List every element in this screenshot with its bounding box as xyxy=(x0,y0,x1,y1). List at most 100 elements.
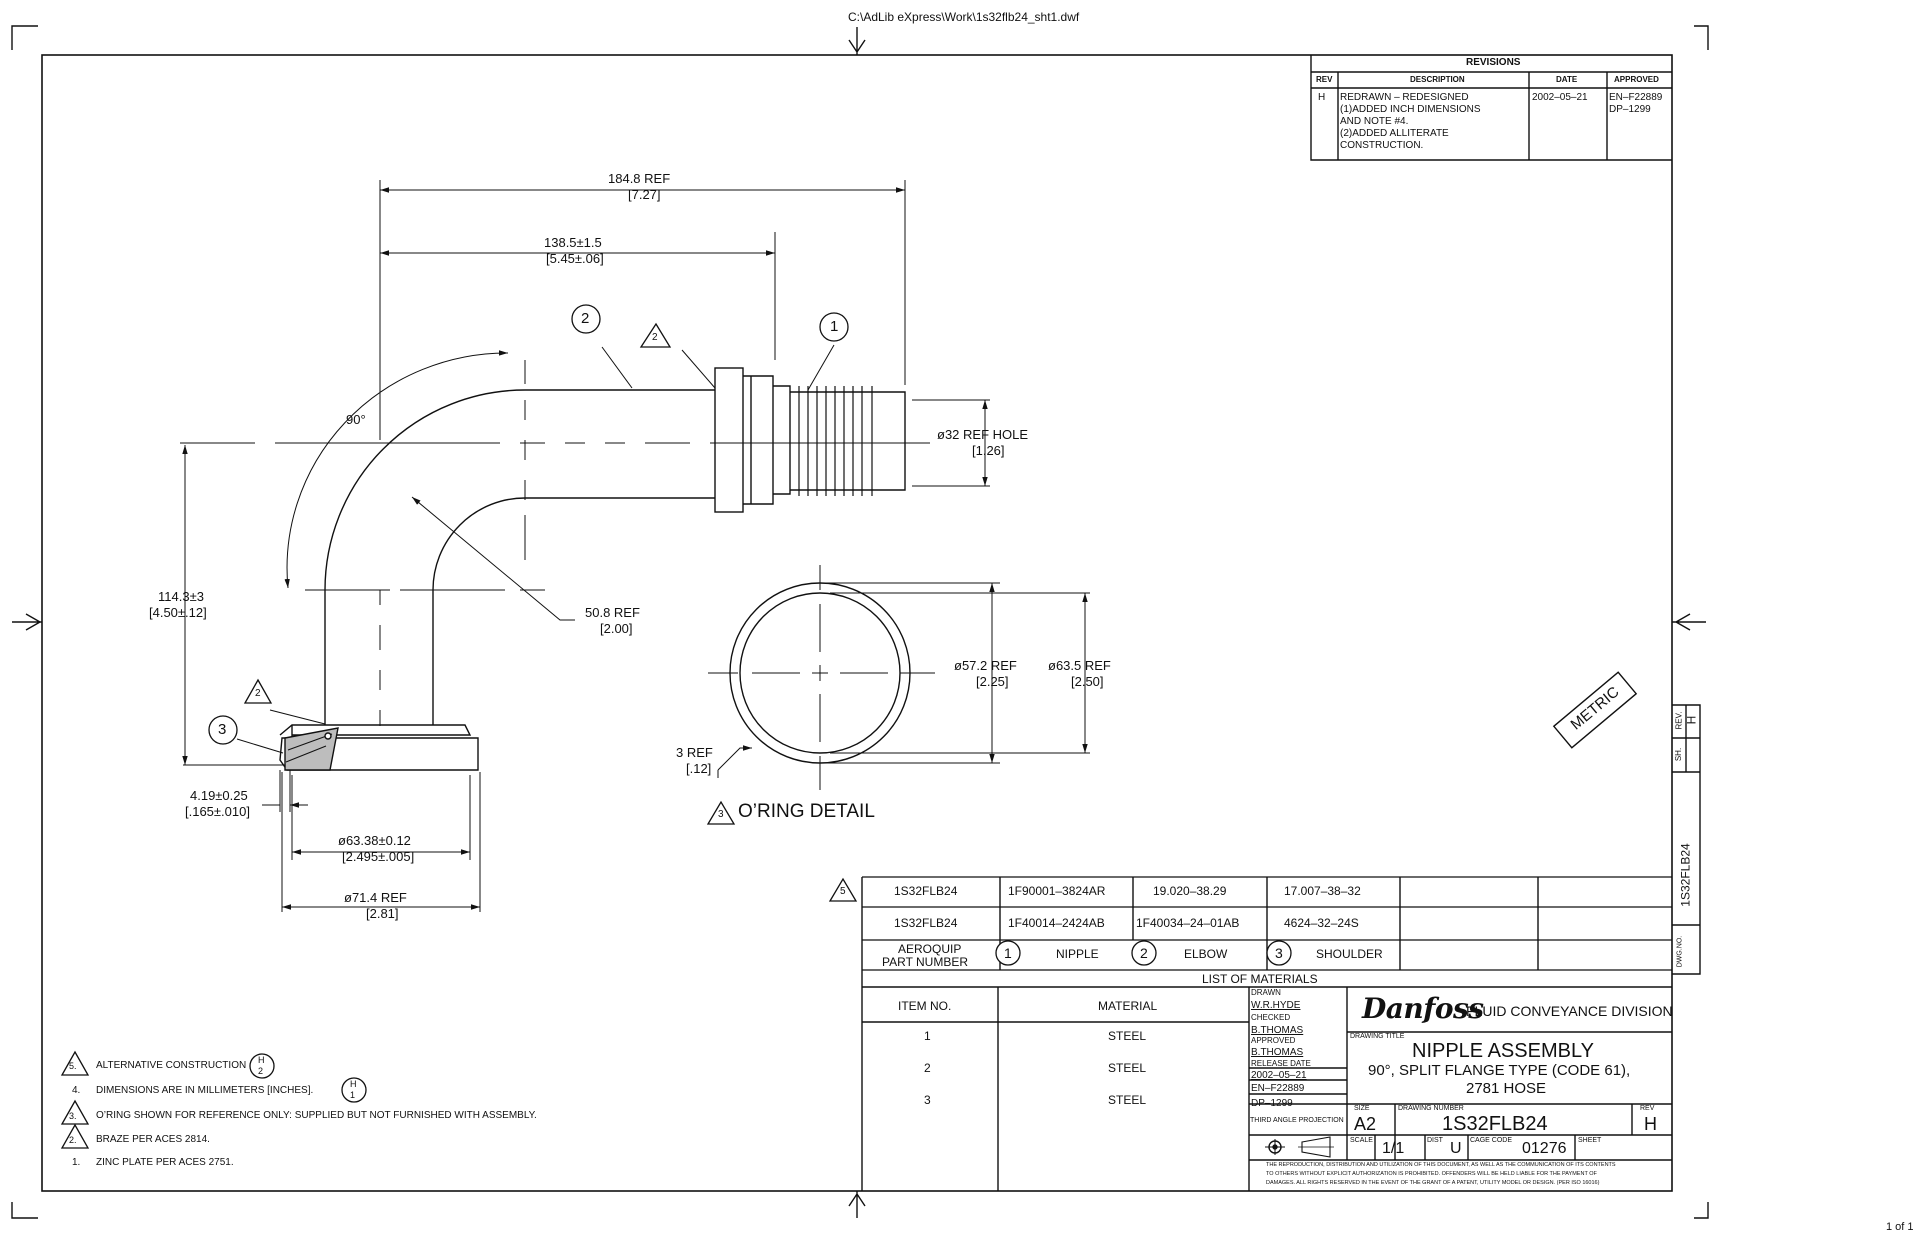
page-counter: 1 of 1 xyxy=(1886,1221,1914,1233)
note-3-mark: 3. xyxy=(69,1111,77,1121)
pt-r1-c3: 19.020–38.29 xyxy=(1153,884,1227,898)
dim-572-in: [2.25] xyxy=(976,674,1009,689)
tb-rev-label: REV xyxy=(1640,1105,1655,1112)
dim-3-in: [.12] xyxy=(686,761,712,776)
note-4-text: DIMENSIONS ARE IN MILLIMETERS [INCHES]. xyxy=(96,1085,314,1096)
tb-dist: U xyxy=(1450,1140,1462,1157)
side-rev: H xyxy=(1684,715,1699,725)
rev-desc-3: AND NOTE #4. xyxy=(1340,116,1409,127)
dim-6338-mm: ø63.38±0.12 xyxy=(338,833,411,848)
pt-r1-c4: 17.007–38–32 xyxy=(1284,884,1361,898)
balloon-3: 3 xyxy=(218,721,227,738)
rev-value: H xyxy=(1318,92,1326,103)
lom-mat-1: STEEL xyxy=(1108,1029,1147,1043)
note-5-ref-bottom: 2 xyxy=(258,1066,264,1076)
triangle-2-flange: 2 xyxy=(255,688,261,699)
tb-scale: 1/1 xyxy=(1382,1140,1405,1157)
pt-r1-c2: 1F90001–3824AR xyxy=(1008,884,1106,898)
tb-size: A2 xyxy=(1354,1114,1377,1134)
tb-dwg-label: DRAWING NUMBER xyxy=(1398,1105,1464,1112)
dim-138-mm: 138.5±1.5 xyxy=(544,235,602,250)
pt-r2-c2: 1F40014–2424AB xyxy=(1008,916,1105,930)
pt-item2-num: 2 xyxy=(1140,945,1148,961)
pt-r2-c3: 1F40034–24–01AB xyxy=(1136,916,1240,930)
lom-col-item: ITEM NO. xyxy=(898,999,952,1013)
desc-col-header: DESCRIPTION xyxy=(1410,75,1465,84)
approved-col-header: APPROVED xyxy=(1614,75,1659,84)
balloon-1: 1 xyxy=(830,318,839,335)
tb-release: 2002–05–21 xyxy=(1251,1070,1307,1081)
tb-cage-label: CAGE CODE xyxy=(1470,1137,1513,1144)
tb-drawn-label: DRAWN xyxy=(1251,988,1281,997)
side-rev-label: REV. xyxy=(1674,711,1684,730)
oring-detail-title: O’RING DETAIL xyxy=(738,801,875,822)
note-5-ref-top: H xyxy=(258,1055,265,1065)
pt-item1-num: 1 xyxy=(1004,945,1012,961)
rev-desc-4: (2)ADDED ALLITERATE xyxy=(1340,128,1449,139)
balloon-2: 2 xyxy=(581,310,590,327)
note-1-text: ZINC PLATE PER ACES 2751. xyxy=(96,1157,234,1168)
date-col-header: DATE xyxy=(1556,75,1578,84)
tb-approved: B.THOMAS xyxy=(1251,1047,1304,1058)
pt-item3-name: SHOULDER xyxy=(1316,947,1383,961)
tb-size-label: SIZE xyxy=(1354,1105,1370,1112)
lom-item-3: 3 xyxy=(924,1093,931,1107)
balloon-1-circle xyxy=(819,312,849,342)
dim-572-mm: ø57.2 REF xyxy=(954,658,1017,673)
danfoss-logo: Danfoss xyxy=(1362,992,1484,1025)
tb-sheet-label: SHEET xyxy=(1578,1137,1602,1144)
pt-header-2: PART NUMBER xyxy=(882,955,969,969)
tb-title-2: 90°, SPLIT FLANGE TYPE (CODE 61), xyxy=(1368,1062,1631,1079)
pt-item2-name: ELBOW xyxy=(1184,947,1228,961)
dim-114-in: [4.50±.12] xyxy=(149,605,207,620)
tb-projection-label: THIRD ANGLE PROJECTION xyxy=(1250,1117,1344,1124)
dim-508-in: [2.00] xyxy=(600,621,633,636)
tb-legal-3: DAMAGES. ALL RIGHTS RESERVED IN THE EVEN… xyxy=(1266,1180,1600,1186)
rev-desc-2: (1)ADDED INCH DIMENSIONS xyxy=(1340,104,1481,115)
lom-item-1: 1 xyxy=(924,1029,931,1043)
dim-6338-in: [2.495±.005] xyxy=(342,849,415,864)
tb-eco-1: EN–F22889 xyxy=(1251,1083,1305,1094)
tb-legal-2: TO OTHERS WITHOUT EXPLICIT AUTHORIZATION… xyxy=(1266,1171,1597,1177)
note-1-mark: 1. xyxy=(72,1157,81,1168)
note-2-text: BRAZE PER ACES 2814. xyxy=(96,1134,210,1145)
tb-dist-label: DIST xyxy=(1427,1137,1443,1144)
note-5-mark: 5. xyxy=(69,1061,77,1071)
lom-mat-3: STEEL xyxy=(1108,1093,1147,1107)
pt-item3-num: 3 xyxy=(1275,945,1283,961)
note-3-text: O’RING SHOWN FOR REFERENCE ONLY: SUPPLIE… xyxy=(96,1110,537,1121)
note-4-ref-top: H xyxy=(350,1079,357,1089)
triangle-3-oring: 3 xyxy=(718,809,724,820)
dim-114-mm: 114.3±3 xyxy=(158,589,204,604)
rev-desc-5: CONSTRUCTION. xyxy=(1340,140,1424,151)
dim-angle: 90° xyxy=(346,412,366,427)
dim-184-mm: 184.8 REF xyxy=(608,171,671,186)
dim-635-in: [2.50] xyxy=(1071,674,1104,689)
lom-title: LIST OF MATERIALS xyxy=(1202,972,1318,986)
pt-header-1: AEROQUIP xyxy=(898,942,962,956)
note-4-ref-bottom: 1 xyxy=(350,1090,356,1100)
note-2-mark: 2. xyxy=(69,1135,77,1145)
dim-714-in: [2.81] xyxy=(366,906,399,921)
triangle-5-table: 5 xyxy=(840,886,846,897)
lom-item-2: 2 xyxy=(924,1061,931,1075)
tb-checked: B.THOMAS xyxy=(1251,1025,1304,1036)
lom-mat-2: STEEL xyxy=(1108,1061,1147,1075)
tb-checked-label: CHECKED xyxy=(1251,1013,1291,1022)
dim-714-mm: ø71.4 REF xyxy=(344,890,407,905)
revisions-title: REVISIONS xyxy=(1466,57,1521,68)
rev-date: 2002–05–21 xyxy=(1532,92,1588,103)
note-4-mark: 4. xyxy=(72,1085,81,1096)
rev-approved-1: EN–F22889 xyxy=(1609,92,1663,103)
triangle-2-top: 2 xyxy=(652,332,658,343)
rev-desc-1: REDRAWN – REDESIGNED xyxy=(1340,92,1469,103)
dim-635-mm: ø63.5 REF xyxy=(1048,658,1111,673)
balloon-3-circle xyxy=(208,715,238,745)
tb-drawn: W.R.HYDE xyxy=(1251,1000,1301,1011)
dim-184-in: [7.27] xyxy=(628,187,661,202)
note-5-text: ALTERNATIVE CONSTRUCTION xyxy=(96,1060,247,1071)
tb-scale-label: SCALE xyxy=(1350,1137,1373,1144)
tb-dwg: 1S32FLB24 xyxy=(1442,1113,1548,1135)
pt-r1-c1: 1S32FLB24 xyxy=(894,884,958,898)
